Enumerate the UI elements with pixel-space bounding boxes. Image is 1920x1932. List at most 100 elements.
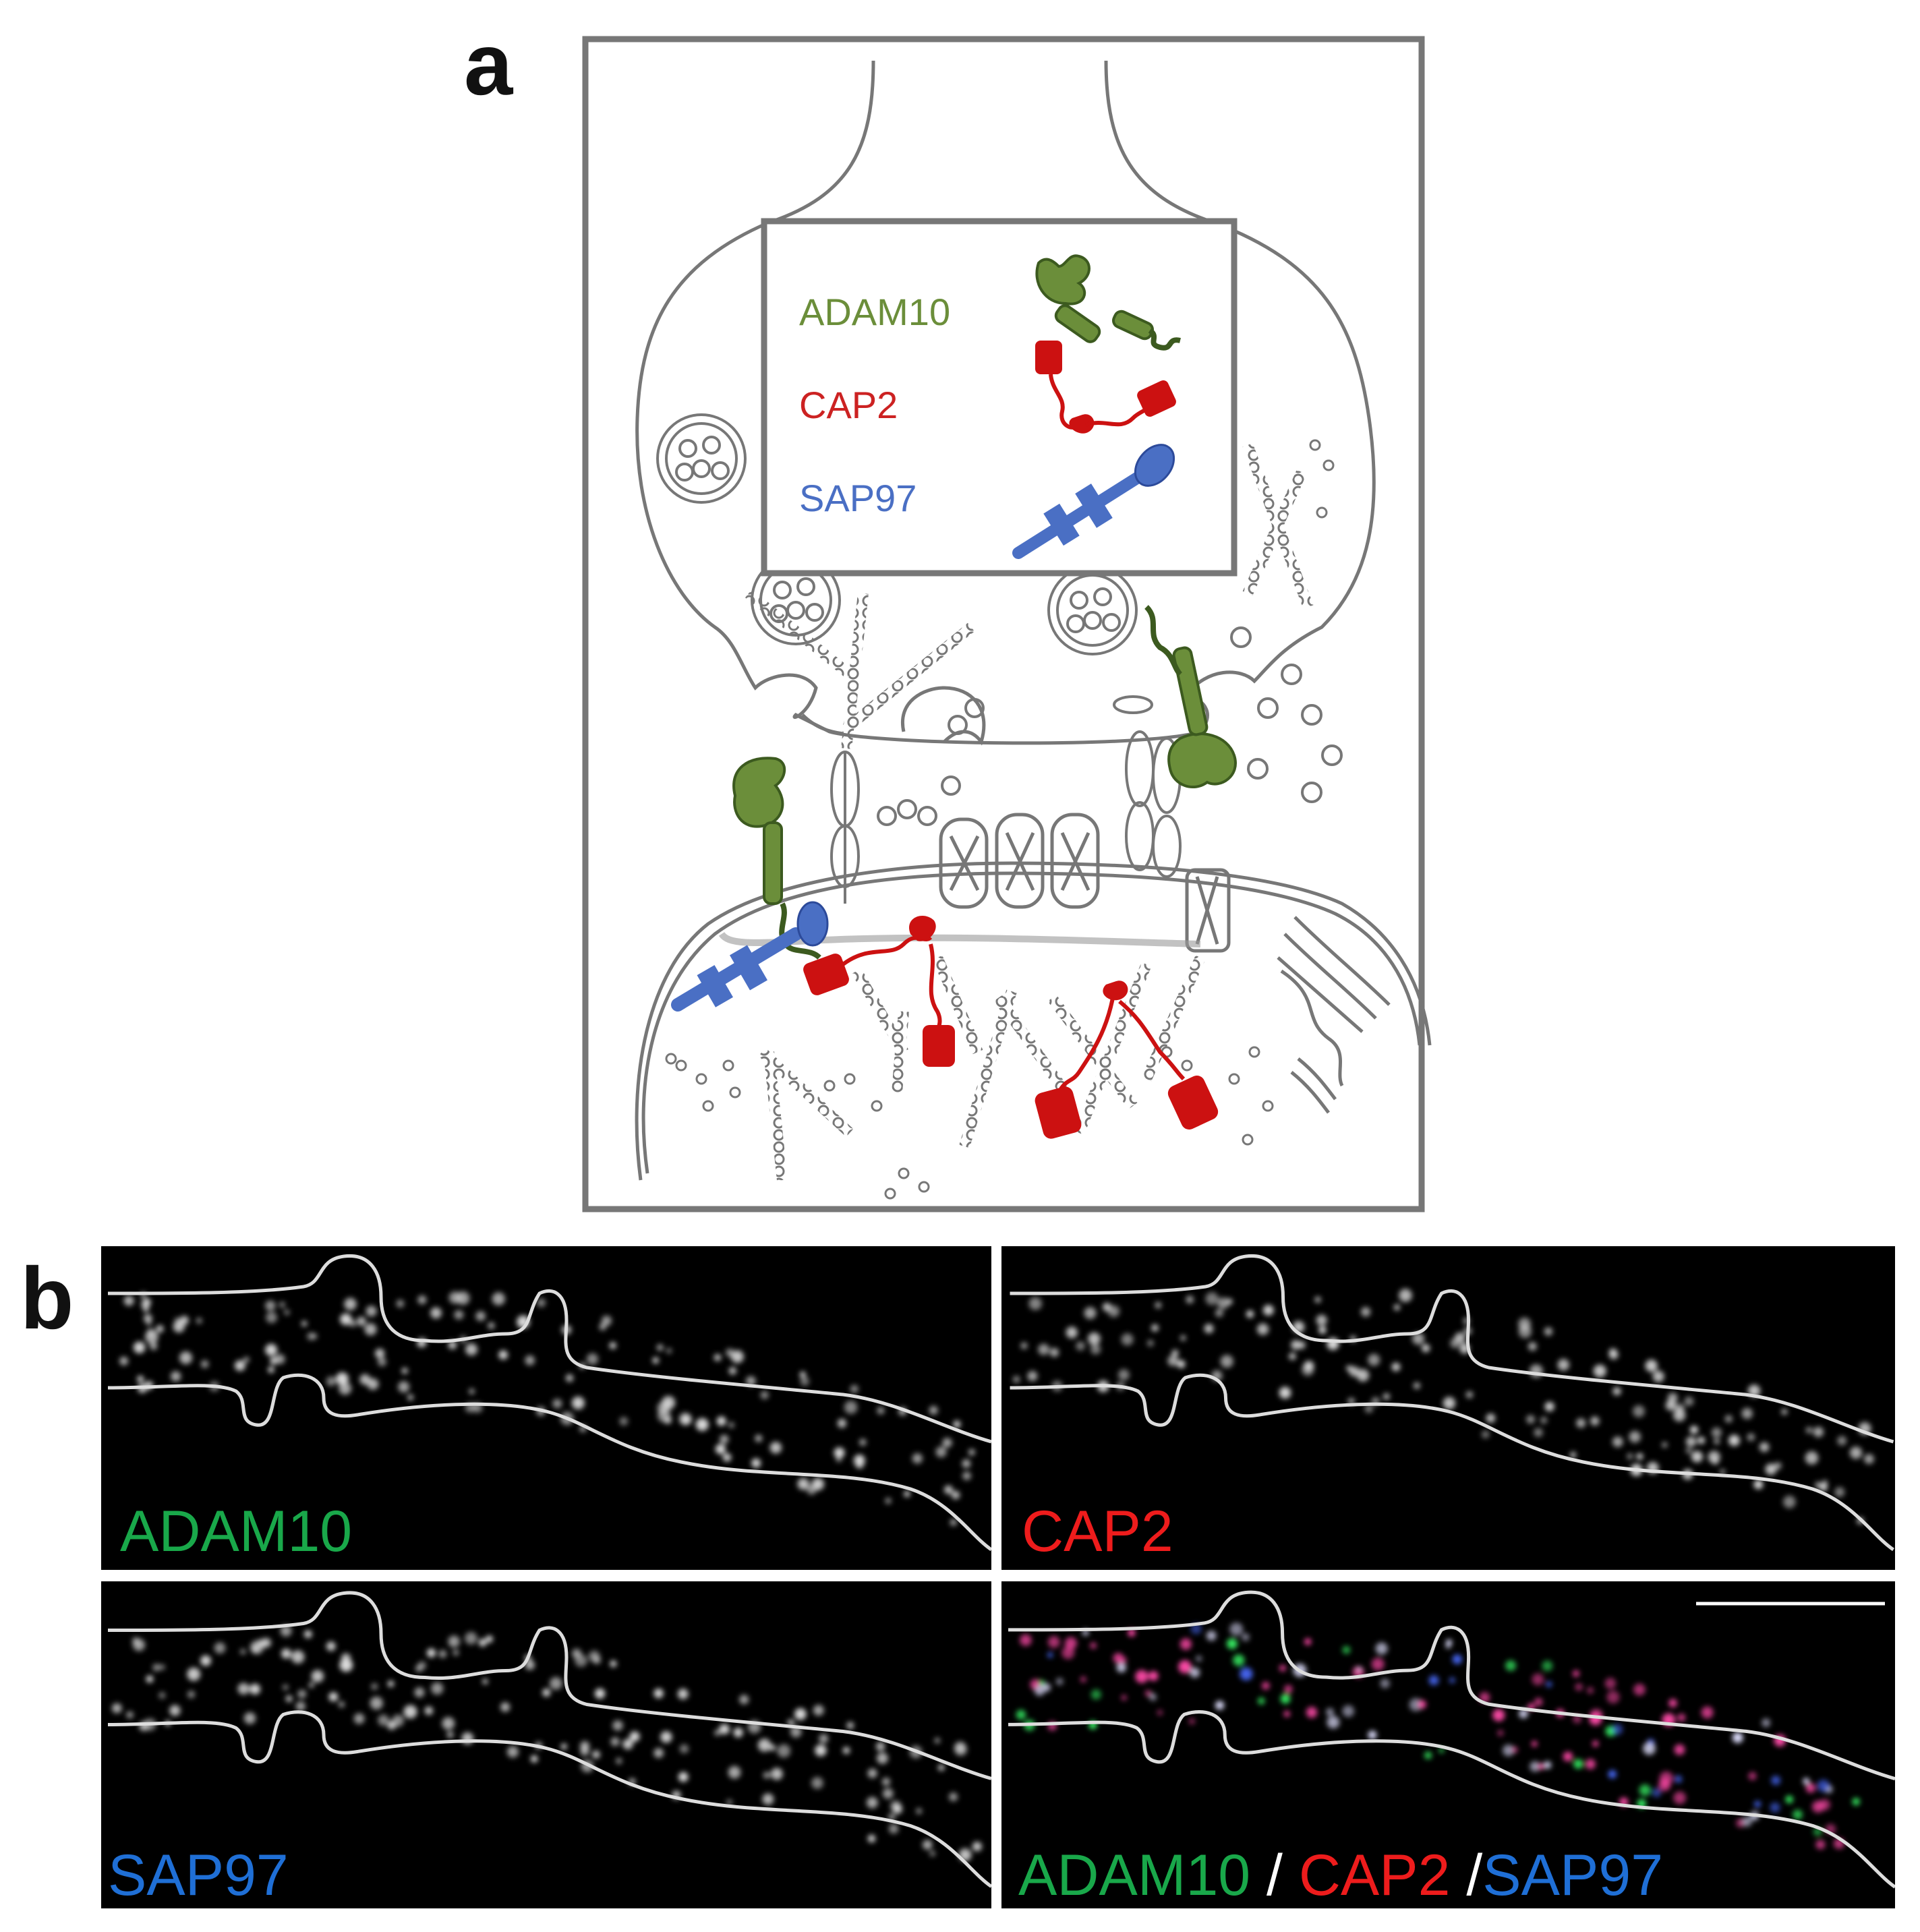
punctum — [1736, 1818, 1745, 1827]
punctum — [1691, 1451, 1704, 1463]
punctum — [475, 1311, 486, 1322]
punctum — [679, 1744, 689, 1754]
punctum — [119, 1356, 129, 1366]
punctum — [837, 1418, 847, 1428]
punctum — [799, 1371, 806, 1378]
punctum — [1113, 1653, 1124, 1664]
punctum — [1712, 1458, 1719, 1465]
punctum — [1298, 1341, 1306, 1349]
punctum — [146, 1328, 155, 1337]
punctum — [954, 1743, 967, 1756]
punctum — [1171, 1349, 1179, 1357]
punctum — [1028, 1297, 1042, 1310]
punctum — [140, 1291, 147, 1299]
punctum — [726, 1799, 733, 1806]
punctum — [446, 1731, 454, 1738]
punctum — [1486, 1413, 1496, 1424]
punctum — [794, 1708, 807, 1720]
punctum — [1020, 1634, 1032, 1646]
punctum — [811, 1477, 825, 1491]
punctum — [326, 1641, 336, 1651]
punctum — [335, 1372, 349, 1385]
punctum — [414, 1687, 425, 1698]
punctum — [591, 1750, 600, 1759]
punctum — [1781, 1409, 1788, 1415]
punctum — [1051, 1380, 1063, 1392]
punctum — [243, 1712, 256, 1724]
punctum — [1167, 1355, 1179, 1366]
punctum — [1674, 1775, 1683, 1783]
punctum — [417, 1337, 428, 1348]
punctum — [1459, 1343, 1470, 1354]
punctum — [403, 1705, 417, 1719]
punctum — [1605, 1726, 1617, 1737]
punctum — [1822, 1480, 1828, 1486]
punctum — [492, 1292, 506, 1306]
punctum — [407, 1394, 414, 1401]
punctum — [1619, 1797, 1629, 1807]
punctum — [1418, 1700, 1426, 1709]
punctum — [338, 1701, 345, 1708]
punctum — [389, 1721, 395, 1727]
punctum — [1833, 1838, 1845, 1849]
micrograph-label-adam10: ADAM10 — [120, 1499, 352, 1564]
punctum — [377, 1357, 386, 1367]
punctum — [482, 1678, 488, 1685]
punctum — [1685, 1436, 1697, 1447]
punctum — [1012, 1376, 1020, 1383]
punctum — [1240, 1667, 1253, 1681]
punctum — [1482, 1430, 1490, 1438]
punctum — [1090, 1689, 1101, 1700]
punctum — [1020, 1342, 1028, 1349]
punctum — [1190, 1667, 1200, 1678]
punctum — [968, 1448, 975, 1456]
punctum — [448, 1291, 461, 1304]
punctum — [610, 1660, 617, 1668]
punctum — [1604, 1678, 1617, 1689]
punctum — [1080, 1676, 1086, 1682]
punctum — [1606, 1691, 1620, 1704]
punctum — [1825, 1823, 1836, 1835]
punctum — [1720, 1469, 1726, 1475]
punctum — [1349, 1335, 1357, 1343]
punctum — [1178, 1660, 1192, 1674]
punctum — [629, 1778, 636, 1786]
punctum — [815, 1745, 827, 1757]
punctum — [1675, 1403, 1685, 1413]
punctum — [1233, 1654, 1245, 1666]
punctum — [173, 1320, 185, 1333]
punctum — [200, 1655, 212, 1666]
punctum — [579, 1425, 587, 1432]
punctum — [1684, 1397, 1694, 1407]
punctum — [1055, 1678, 1064, 1685]
punctum — [904, 1490, 910, 1497]
punctum — [392, 1714, 405, 1727]
punctum — [664, 1416, 672, 1424]
punctum — [1708, 1451, 1720, 1463]
punctum — [1849, 1446, 1863, 1459]
punctum — [1793, 1809, 1803, 1820]
micrograph-cap2: CAP2 — [1001, 1246, 1895, 1570]
punctum — [156, 1324, 164, 1333]
punctum — [295, 1701, 306, 1711]
punctum — [1546, 1681, 1552, 1688]
label-part: / — [1250, 1843, 1299, 1908]
punctum — [1749, 1811, 1759, 1821]
punctum — [430, 1307, 442, 1319]
punctum — [1544, 1761, 1552, 1769]
punctum — [280, 1624, 292, 1637]
punctum — [1368, 1353, 1380, 1366]
punctum — [1556, 1709, 1565, 1718]
punctum — [1633, 1683, 1646, 1696]
punctum — [1643, 1742, 1656, 1755]
punctum — [142, 1298, 151, 1307]
punctum — [1608, 1769, 1617, 1779]
punctum — [1858, 1422, 1871, 1435]
punctum — [811, 1777, 823, 1789]
punctum — [1090, 1344, 1101, 1355]
label-part: ADAM10 — [120, 1499, 352, 1564]
punctum — [720, 1434, 729, 1444]
punctum — [1563, 1751, 1573, 1761]
punctum — [1774, 1462, 1782, 1470]
punctum — [370, 1696, 383, 1710]
